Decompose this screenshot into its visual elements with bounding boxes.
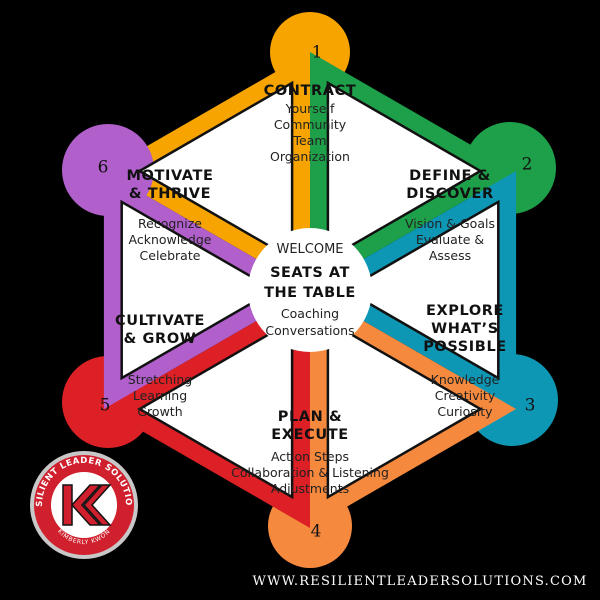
segment-4-body-line: Collaboration & Listening — [231, 465, 389, 480]
segment-3-body-line: Curiosity — [437, 404, 493, 419]
segment-2-title-line: DEFINE & — [409, 168, 491, 184]
segment-3-panel — [343, 199, 500, 381]
segment-1-body-line: Community — [274, 117, 347, 132]
segment-4-title-line: EXECUTE — [271, 427, 348, 443]
center-body-line-1: Coaching — [281, 306, 339, 321]
segment-6-title-line: & THRIVE — [129, 186, 211, 202]
segment-1-body-line: Yourself — [285, 101, 335, 116]
segment-6-body-line: Celebrate — [140, 248, 201, 263]
segment-4-body-line: Adjustments — [271, 481, 349, 496]
segment-6-title-line: MOTIVATE — [127, 168, 214, 184]
segment-5-body-line: Growth — [137, 404, 182, 419]
segment-6-body-line: Acknowledge — [129, 232, 212, 247]
center-body-line-2: Conversations — [265, 323, 354, 338]
segment-5-title-line: & GROW — [124, 331, 197, 347]
logo-monogram-icon — [62, 484, 112, 526]
segment-5-title-line: CULTIVATE — [115, 313, 205, 329]
segment-3-number: 3 — [525, 396, 536, 416]
segment-2-body-line: Evaluate & — [416, 232, 485, 247]
segment-1-number: 1 — [312, 43, 323, 63]
segment-3-title-line: POSSIBLE — [423, 339, 507, 355]
segment-3-title-line: WHAT’S — [431, 321, 499, 337]
segment-6-number: 6 — [98, 158, 109, 178]
segment-6-bump — [62, 124, 154, 216]
segment-4-body-line: Action Steps — [271, 449, 349, 464]
segment-4-title-line: PLAN & — [278, 409, 343, 425]
segment-3-body-line: Creativity — [435, 388, 496, 403]
segment-2-title-line: DISCOVER — [406, 186, 494, 202]
center-welcome: WELCOME — [276, 242, 343, 257]
segment-5-body-line: Stretching — [128, 372, 192, 387]
segment-3-title-line: EXPLORE — [426, 303, 504, 319]
segment-3-body-line: Knowledge — [431, 372, 500, 387]
segment-2-number: 2 — [522, 155, 533, 175]
center-circle-shape — [248, 228, 372, 352]
segment-1-panel — [137, 80, 294, 262]
segment-4-panel — [326, 318, 483, 500]
segment-1-body-line: Organization — [270, 149, 350, 164]
segment-1-body-line: Team — [292, 133, 326, 148]
wheel-labels: CONTRACT YourselfCommunityTeamOrganizatio… — [98, 43, 536, 542]
segment-5-panel — [137, 318, 294, 500]
wheel-shapes — [62, 12, 558, 568]
center-circle: WELCOME SEATS AT THE TABLE Coaching Conv… — [248, 228, 372, 352]
segment-4-number: 4 — [311, 522, 322, 542]
center-title-line-2: THE TABLE — [264, 285, 356, 301]
segment-2-body-line: Assess — [429, 248, 471, 263]
segment-5-number: 5 — [100, 396, 111, 416]
segment-1-title-line: CONTRACT — [264, 83, 357, 99]
segment-2-body-line: Vision & Goals — [405, 216, 495, 231]
center-title-line-1: SEATS AT — [270, 265, 350, 281]
segment-5-body-line: Learning — [133, 388, 187, 403]
segment-6-body-line: Recognize — [138, 216, 202, 231]
footer-url: WWW.RESILIENTLEADERSOLUTIONS.COM — [253, 574, 588, 589]
segment-6-panel — [120, 199, 277, 381]
segment-2-panel — [326, 80, 483, 262]
